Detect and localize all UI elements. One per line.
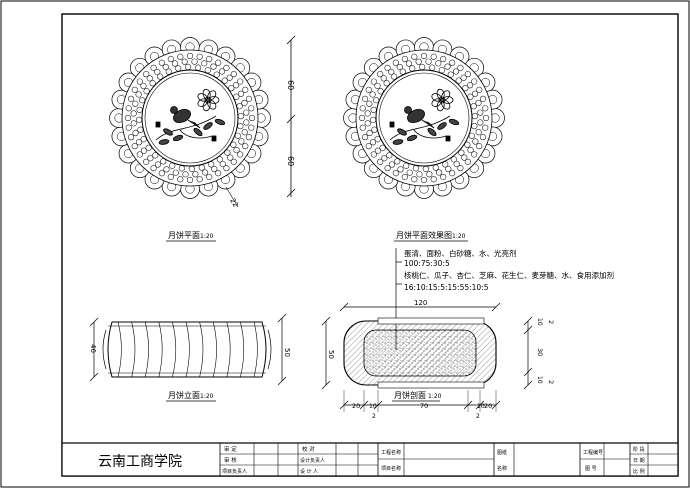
note-line-4: 16:10:15:5:15:55:10:5 [404, 283, 489, 292]
tb-date: 日 期 [633, 458, 645, 464]
plan-dim-upper: 60 [286, 80, 295, 90]
section-view: 120 50 20 10 70 10 20 2 2 2 10 30 10 2 [321, 299, 555, 420]
sec-dim-bot-small-2: 2 [476, 413, 480, 420]
tb-drawing-no: 图 号 [585, 466, 597, 472]
tb-subitem-name: 项目名称 [381, 465, 401, 472]
sec-dim-right-bot: 2 [547, 380, 555, 384]
tb-drawing: 图纸 [497, 449, 507, 456]
sec-dim-right-top: 2 [547, 320, 555, 324]
section-scale: 1:20 [428, 393, 442, 400]
title-block: 云南工商学院 审 定 审 核 项目负责人 校 对 设计负责人 设 计 人 工程名… [61, 442, 679, 477]
tb-approve: 审 定 [224, 445, 237, 453]
sec-dim-bot-2: 10 [369, 403, 377, 410]
plan-view-scale: 1:20 [200, 233, 214, 240]
school-name: 云南工商学院 [98, 454, 182, 470]
tb-name: 名称 [497, 465, 507, 472]
tb-review: 审 核 [224, 456, 237, 464]
plan-effect-scale: 1:20 [452, 233, 466, 240]
sec-dim-bot-5: 20 [484, 402, 492, 410]
note-line-2: 100:75:30:5 [404, 259, 450, 268]
elevation-label: 月饼立面 [168, 390, 200, 400]
sec-dim-right-mid: 30 [536, 348, 544, 356]
plan-view-label: 月饼平面 [168, 230, 200, 240]
sec-dim-bot-small-1: 2 [372, 413, 376, 420]
section-label: 月饼剖面 [394, 390, 426, 400]
sec-dim-right-small-b: 10 [536, 376, 543, 384]
tb-check: 校 对 [302, 445, 315, 453]
sec-dim-left: 50 [327, 350, 335, 359]
tb-designer: 设 计 人 [300, 468, 318, 475]
plan-dim-edge: 22 [228, 197, 239, 209]
plan-effect-label: 月饼平面效果图 [396, 230, 452, 240]
sec-dim-top: 120 [414, 299, 427, 307]
plan-view [109, 37, 271, 199]
elevation-view: 46 50 [89, 313, 291, 386]
sec-dim-bot-4: 10 [477, 403, 485, 410]
note-line-3: 核桃仁、瓜子、杏仁、芝麻、花生仁、麦芽糖、水、食用添加剂 [404, 270, 614, 280]
elev-dim-left: 46 [89, 344, 97, 353]
tb-project-lead: 项目负责人 [222, 468, 247, 475]
sec-dim-bot-1: 20 [352, 402, 360, 410]
tb-design-lead: 设计负责人 [300, 457, 325, 464]
sec-dim-right-small-a: 10 [536, 318, 543, 326]
tb-project-no: 工程编号 [583, 449, 603, 456]
plan-dim-lower: 60 [286, 156, 295, 166]
plan-effect-view [343, 37, 505, 199]
elev-dim-right: 50 [283, 348, 291, 357]
sec-dim-bot-3: 70 [420, 402, 428, 410]
tb-scale: 比 例 [633, 468, 645, 475]
plan-dimension: 60 60 22 [225, 35, 296, 209]
tb-project-name: 工程名称 [381, 449, 401, 456]
note-line-1: 蛋清、面粉、白砂糖、水、光亮剂 [404, 248, 517, 258]
tb-phase: 阶 段 [633, 446, 645, 453]
elevation-scale: 1:20 [200, 393, 214, 400]
